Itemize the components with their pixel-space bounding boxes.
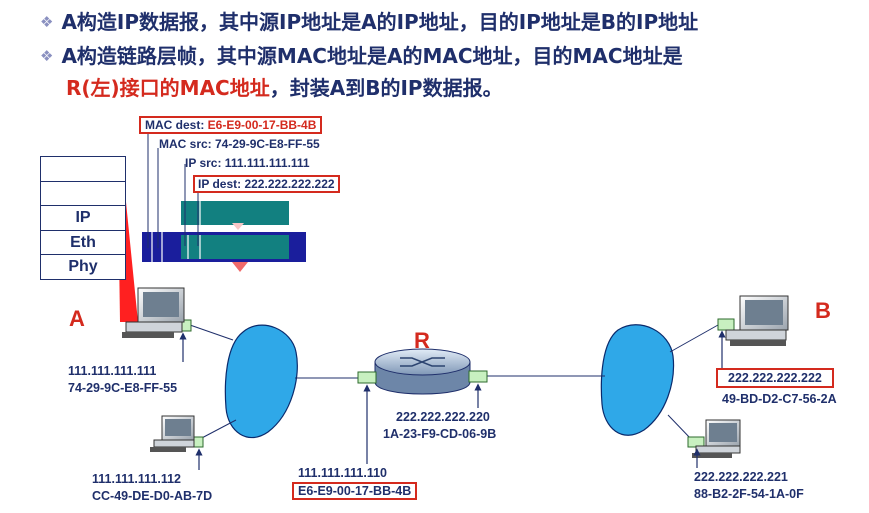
- router-right-mac: 1A-23-F9-CD-06-9B: [383, 427, 496, 441]
- host-c-ip: 111.111.111.112: [92, 472, 181, 486]
- router-left-mac: E6-E9-00-17-BB-4B: [292, 482, 417, 500]
- host-c-mac: CC-49-DE-D0-AB-7D: [92, 489, 212, 503]
- ip-datagram-block: [181, 201, 289, 225]
- router-left-ip: 111.111.111.110: [298, 466, 387, 480]
- router-right-ip: 222.222.222.220: [396, 410, 490, 424]
- stack-layer: [41, 182, 125, 207]
- ip-src-label: IP src: 111.111.111.111: [185, 156, 310, 170]
- right-subnet-cloud: [601, 325, 673, 435]
- stack-layer-phy: Phy: [41, 255, 125, 279]
- protocol-stack: IP Eth Phy: [40, 156, 126, 280]
- left-subnet-cloud: [225, 325, 297, 437]
- host-a-mac: 74-29-9C-E8-FF-55: [68, 381, 177, 395]
- host-b-mac: 49-BD-D2-C7-56-2A: [722, 392, 837, 406]
- host-d-ip: 222.222.222.221: [694, 470, 788, 484]
- router-icon: [375, 349, 470, 394]
- interface-card: [358, 372, 376, 383]
- host-a-ip: 111.111.111.111: [68, 364, 156, 378]
- computer-c-icon: [150, 416, 194, 452]
- host-b-label: B: [815, 298, 831, 324]
- mac-dest-label: MAC dest: E6-E9-00-17-BB-4B: [139, 116, 322, 134]
- computer-b-icon: [726, 296, 788, 346]
- host-d-mac: 88-B2-2F-54-1A-0F: [694, 487, 804, 501]
- router-r-label: R: [414, 328, 430, 354]
- interface-card: [469, 371, 487, 382]
- ip-dest-label: IP dest: 222.222.222.222: [193, 175, 340, 193]
- stack-layer: [41, 157, 125, 182]
- interface-card: [718, 319, 734, 330]
- mac-src-label: MAC src: 74-29-9C-E8-FF-55: [159, 137, 320, 151]
- host-b-ip: 222.222.222.222: [716, 368, 834, 388]
- host-a-label: A: [69, 306, 85, 332]
- stack-layer-ip: IP: [41, 206, 125, 231]
- down-arrow-icon: [232, 262, 248, 272]
- stack-layer-eth: Eth: [41, 231, 125, 256]
